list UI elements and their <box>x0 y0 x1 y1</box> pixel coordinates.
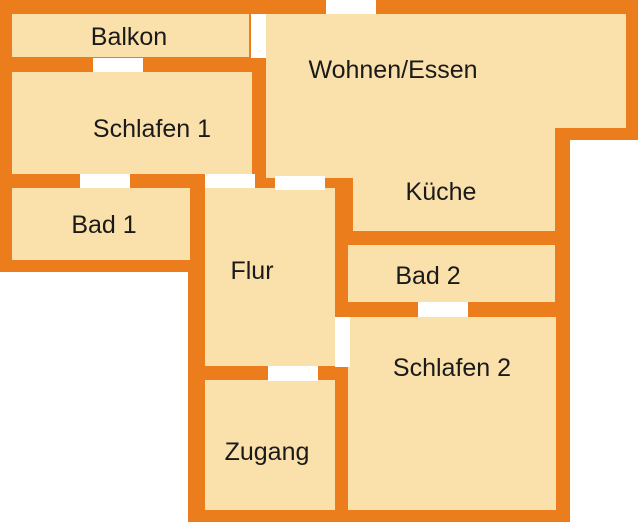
label-schlafen-2: Schlafen 2 <box>393 354 511 382</box>
floor-schlafen-1 <box>12 72 252 174</box>
label-bad-2: Bad 2 <box>395 262 460 290</box>
label-balkon: Balkon <box>91 23 167 51</box>
label-schlafen-1: Schlafen 1 <box>93 115 211 143</box>
door-zugang <box>268 366 318 381</box>
door-schlafen-2 <box>335 317 350 367</box>
doors <box>80 0 468 381</box>
floor-bad-2 <box>348 245 555 302</box>
door-flur-left <box>205 174 255 188</box>
door-bad-2 <box>418 302 468 317</box>
door-schlafen-1 <box>93 58 143 72</box>
door-flur-right <box>275 176 325 190</box>
floor-bad-1 <box>12 188 190 260</box>
floor-zugang <box>205 380 335 510</box>
floors <box>12 14 626 510</box>
room-labels: Balkon Wohnen/Essen Schlafen 1 Küche Bad… <box>71 23 511 466</box>
label-kueche: Küche <box>406 178 477 206</box>
floor-schlafen-2 <box>348 317 556 510</box>
label-bad-1: Bad 1 <box>71 211 136 239</box>
label-flur: Flur <box>230 257 273 285</box>
floor-wohnen-essen <box>266 14 626 231</box>
floor-flur <box>205 188 335 366</box>
label-zugang: Zugang <box>225 438 310 466</box>
door-bad-1 <box>80 174 130 188</box>
label-wohnen-essen: Wohnen/Essen <box>308 56 477 84</box>
door-entrance-top <box>326 0 376 14</box>
door-balkon-wohnen <box>251 14 266 58</box>
floor-balkon <box>12 14 249 57</box>
